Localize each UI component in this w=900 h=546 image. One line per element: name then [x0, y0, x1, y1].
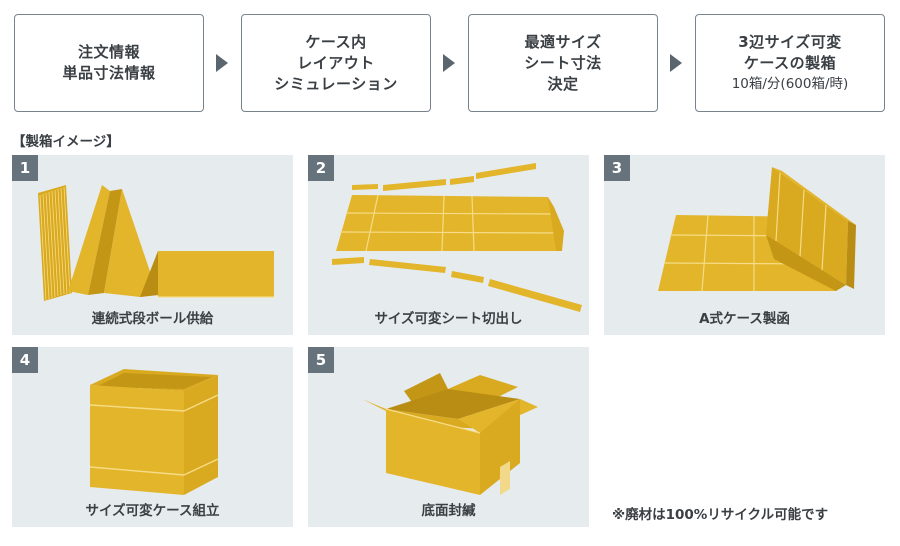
panel-continuous-feed: 1 連続式段ボール供給: [12, 155, 293, 335]
sheet-cutting-illustration: [332, 163, 582, 312]
process-flow: 注文情報 単品寸法情報 ケース内 レイアウト シミュレーション 最適サイズ シー…: [14, 14, 886, 112]
a-type-case-illustration: [658, 167, 856, 292]
panel-number-badge: 3: [604, 155, 630, 181]
step-throughput: 10箱/分(600箱/時): [731, 75, 849, 92]
step-line: シート寸法: [524, 53, 602, 72]
panel-bottom-sealing: 5 底面封緘: [308, 347, 589, 527]
step-line: 最適サイズ: [524, 32, 602, 51]
step-line: 決定: [547, 74, 579, 93]
flow-arrow-icon: [216, 54, 228, 72]
flow-step-sheet-size: 最適サイズ シート寸法 決定: [468, 14, 658, 112]
panel-sheet-cutting: 2 サイズ可変シート切出し: [308, 155, 589, 335]
panel-number-badge: 1: [12, 155, 38, 181]
flow-arrow-icon: [670, 54, 682, 72]
recycle-note: ※廃材は100%リサイクル可能です: [612, 507, 829, 523]
step-line: 3辺サイズ可変: [738, 32, 842, 51]
panel-a-type-case: 3 A式ケース製函: [604, 155, 885, 335]
sealed-box-illustration: [362, 373, 538, 495]
panel-number-badge: 5: [308, 347, 334, 373]
flow-arrow-icon: [443, 54, 455, 72]
section-title: 【製箱イメージ】: [12, 134, 120, 150]
panel-case-assembly: 4 サイズ可変ケース組立: [12, 347, 293, 527]
panel-number-badge: 4: [12, 347, 38, 373]
step-line: 単品寸法情報: [62, 64, 156, 82]
panel-caption: サイズ可変シート切出し: [374, 311, 523, 327]
open-box-illustration: [89, 369, 219, 495]
panel-number-badge: 2: [308, 155, 334, 181]
step-line: レイアウト: [297, 53, 375, 72]
panel-caption: 底面封緘: [421, 503, 476, 519]
panel-caption: 連続式段ボール供給: [91, 311, 214, 327]
step-line: ケース内: [305, 32, 367, 51]
flow-step-case-making: 3辺サイズ可変 ケースの製箱 10箱/分(600箱/時): [695, 14, 885, 112]
flow-step-layout-simulation: ケース内 レイアウト シミュレーション: [241, 14, 431, 112]
step-line: ケースの製箱: [743, 53, 837, 72]
panel-caption: サイズ可変ケース組立: [85, 503, 220, 519]
panel-caption: A式ケース製函: [699, 311, 790, 327]
fanfold-cardboard-illustration: [38, 185, 274, 301]
step-line: シミュレーション: [274, 74, 398, 93]
flow-step-order-info: 注文情報 単品寸法情報: [14, 14, 204, 112]
step-line: 注文情報: [77, 43, 140, 61]
